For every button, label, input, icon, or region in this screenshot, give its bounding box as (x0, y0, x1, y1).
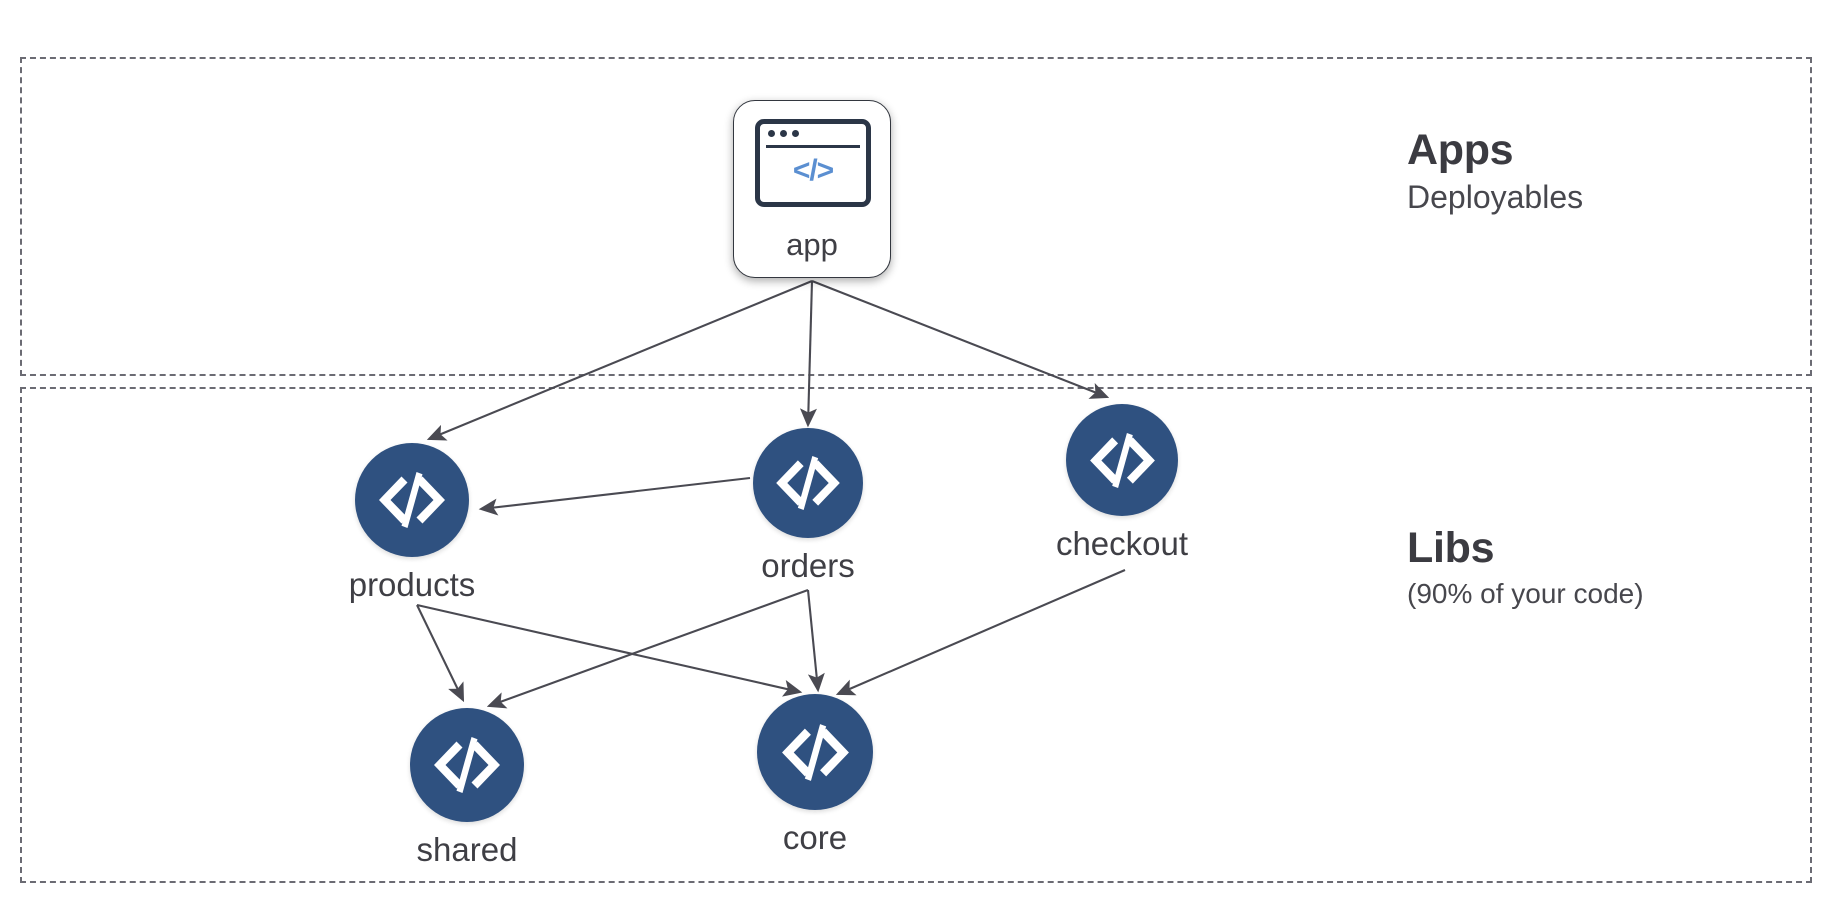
window-titlebar-rule (766, 145, 860, 148)
zone-libs (20, 387, 1812, 883)
zone-apps (20, 57, 1812, 376)
node-app-label: app (786, 227, 838, 262)
zone-libs-subtitle: (90% of your code) (1407, 578, 1644, 610)
code-brackets-icon (355, 443, 469, 557)
zone-libs-title: Libs (1407, 524, 1495, 572)
code-brackets-icon (1066, 404, 1178, 516)
node-core-label: core (782, 819, 848, 856)
code-brackets-glyph: </> (792, 154, 834, 187)
node-app[interactable]: </> app (733, 100, 891, 278)
node-checkout-label: checkout (1055, 525, 1189, 562)
node-shared-label: shared (416, 831, 518, 868)
code-brackets-icon (753, 428, 863, 538)
code-brackets-icon (757, 694, 873, 810)
zone-libs-caption: Libs (90% of your code) (1407, 524, 1644, 610)
window-dots-icon (768, 130, 799, 137)
browser-window-code-icon: </> (755, 119, 871, 207)
node-products-label: products (348, 566, 476, 603)
zone-apps-subtitle: Deployables (1407, 179, 1584, 216)
code-brackets-icon (410, 708, 524, 822)
zone-apps-caption: Apps Deployables (1407, 126, 1583, 216)
node-orders-label: orders (761, 547, 855, 584)
zone-apps-title: Apps (1407, 126, 1514, 174)
